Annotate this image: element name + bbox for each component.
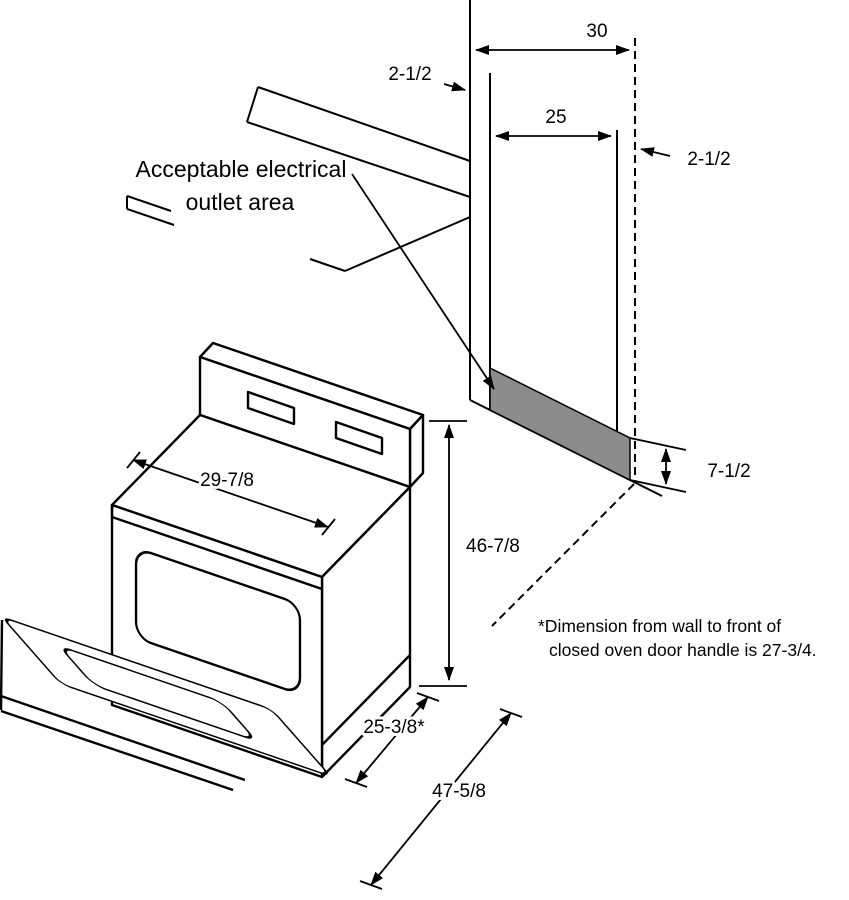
- backguard-right-cap: [408, 413, 425, 489]
- dim-2-1-2-right-label: 2-1/2: [687, 149, 730, 170]
- dim-2-1-2-right-arrow: [640, 147, 671, 157]
- dim-25-3-8-top-tick: [416, 692, 440, 702]
- outlet-area-label-line2: outlet area: [186, 189, 295, 215]
- wall: [469, 0, 663, 627]
- footnote-line2: closed oven door handle is 27-3/4.: [549, 640, 817, 660]
- oven-door-window: [63, 648, 253, 739]
- dashed-floor-extent-line: [491, 483, 635, 627]
- dim-2-1-2-left-arrow: [443, 81, 466, 92]
- counter-back-edge-line: [257, 86, 471, 162]
- range-dimensions: [126, 420, 523, 890]
- counter-underside-line: [344, 216, 471, 272]
- dim-7-1-2-bottom-tick: [629, 479, 687, 493]
- door-left-end-cap: [0, 619, 4, 711]
- footnote-line1: *Dimension from wall to front of: [538, 616, 781, 636]
- countertop: [126, 86, 471, 272]
- clearance-dimensions: [443, 45, 687, 493]
- oven-opening-group: [134, 551, 302, 692]
- cooktop-front-lip-line: [111, 515, 323, 591]
- dim-25-3-8-bottom-tick: [344, 778, 368, 788]
- dim-29-7-8-label: 29-7/8: [200, 470, 254, 491]
- dim-7-1-2-top-tick: [629, 437, 687, 451]
- counter-lower-edge-right-segment: [309, 258, 346, 272]
- dim-29-7-8-left-tick: [126, 451, 141, 469]
- dim-2-1-2-left-label: 2-1/2: [388, 64, 431, 85]
- control-display-left: [246, 390, 296, 426]
- dim-30-label: 30: [586, 21, 607, 42]
- door-thickness-line-2: [0, 709, 234, 792]
- dim-47-5-8-label: 47-5/8: [432, 781, 486, 802]
- oven-door-group: [4, 618, 328, 775]
- counter-left-cap-line: [246, 86, 259, 123]
- control-display-right: [334, 420, 384, 456]
- dim-29-7-8-arrow: [132, 459, 329, 528]
- counter-front-edge-line: [246, 121, 471, 198]
- dim-47-5-8-bottom-tick: [359, 880, 383, 890]
- acceptable-outlet-area-region: [489, 366, 631, 482]
- range: [0, 341, 425, 792]
- dim-25-label: 25: [545, 107, 566, 128]
- outlet-area-label-line1: Acceptable electrical: [136, 156, 347, 182]
- oven-opening-frame: [134, 551, 302, 692]
- dim-46-7-8-label: 46-7/8: [466, 536, 520, 557]
- counter-lower-edge-left-segment: [126, 195, 172, 212]
- counter-underside-left-segment: [126, 208, 175, 226]
- labels: Acceptable electrical outlet area 30 2-1…: [136, 18, 817, 805]
- dim-25-3-8-label: 25-3/8*: [363, 717, 425, 738]
- dim-29-7-8-right-tick: [321, 518, 336, 536]
- outlet-area-leader-arrow: [351, 173, 495, 390]
- dim-47-5-8-arrow: [370, 712, 512, 886]
- dim-7-1-2-label: 7-1/2: [707, 461, 750, 482]
- door-thickness-line-1: [0, 694, 246, 782]
- dim-47-5-8-top-tick: [499, 708, 523, 718]
